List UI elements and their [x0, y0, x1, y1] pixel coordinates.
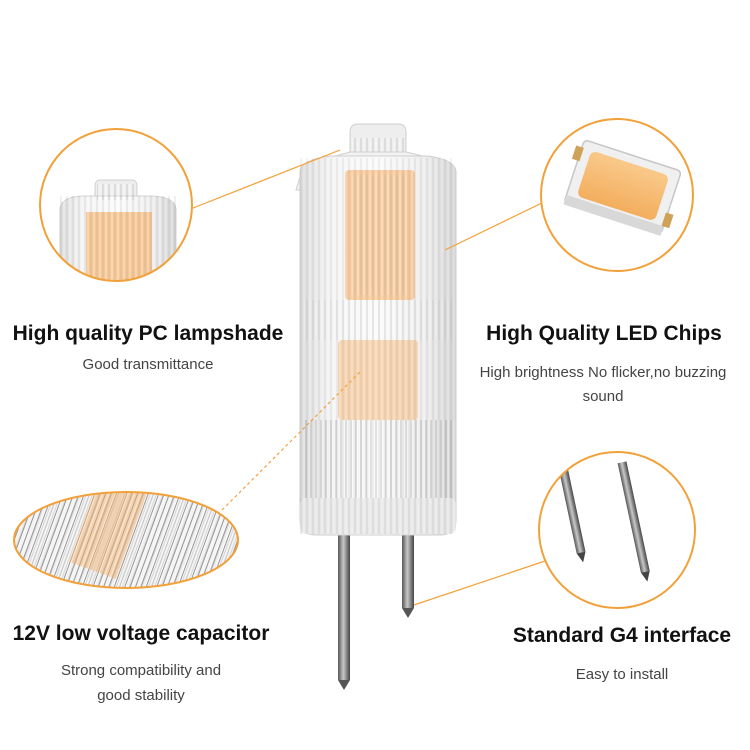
capacitor-desc-line2: good stability	[97, 687, 185, 704]
lampshade-desc: Good transmittance	[82, 356, 214, 373]
pins-detail-circle	[538, 451, 696, 609]
capacitor-detail-ellipse	[13, 491, 239, 589]
lampshade-detail-circle	[39, 128, 193, 282]
bulb	[295, 123, 457, 690]
led-chip-icon	[563, 139, 682, 236]
connector-lines	[187, 149, 549, 606]
led-chip-detail-circle	[540, 118, 694, 272]
interface-title: Standard G4 interface	[512, 624, 732, 647]
led-chips-title: High Quality LED Chips	[486, 322, 722, 345]
right-pin	[402, 520, 414, 608]
connector-lampshade	[187, 149, 341, 211]
capacitor-title: 12V low voltage capacitor	[12, 622, 270, 645]
connector-capacitor	[221, 369, 363, 511]
capacitor-desc-line1: Strong compatibility and	[60, 662, 222, 679]
led-chips-desc-line2: sound	[582, 388, 624, 405]
connector-chips	[444, 199, 549, 251]
lampshade-title: High quality PC lampshade	[12, 322, 284, 345]
connector-interface	[413, 559, 549, 606]
left-pin	[338, 520, 350, 680]
interface-desc: Easy to install	[575, 666, 669, 683]
led-chips-desc-line1: High brightness No flicker,no buzzing	[479, 364, 727, 381]
